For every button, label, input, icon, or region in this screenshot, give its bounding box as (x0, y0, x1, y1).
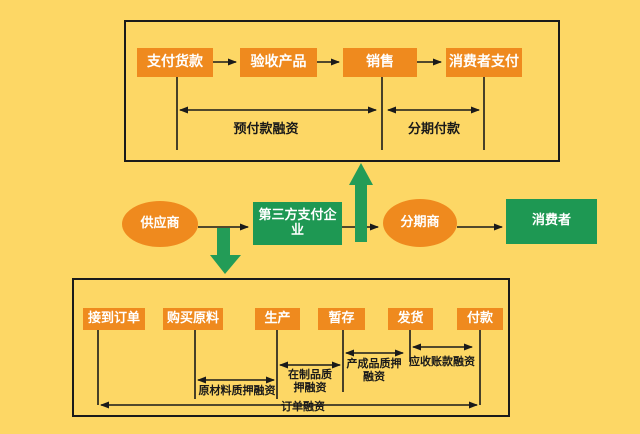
node-temporary-storage: 暂存 (318, 308, 365, 330)
node-sales: 销售 (343, 48, 417, 77)
label-raw-material-pledge-financing: 原材料质押融资 (198, 384, 276, 397)
node-purchase-materials: 购买原料 (163, 308, 223, 330)
supplier-ellipse: 供应商 (122, 201, 198, 247)
consumer-box: 消费者 (506, 199, 597, 244)
consumer-flow-frame (124, 20, 560, 162)
label-finished-goods-pledge-financing: 产成品质押融资 (346, 357, 402, 383)
third-party-payment-box: 第三方支付企业 (253, 202, 342, 245)
node-accept-product: 验收产品 (240, 48, 317, 77)
label-wip-pledge-financing: 在制品质押融资 (288, 368, 332, 394)
label-prepayment-financing: 预付款融资 (233, 122, 299, 137)
green-up-arrow (349, 163, 373, 242)
node-shipping: 发货 (388, 308, 433, 330)
label-order-financing: 订单融资 (281, 400, 325, 413)
node-pay-for-goods: 支付货款 (137, 48, 213, 77)
node-production: 生产 (255, 308, 300, 330)
green-down-arrow (210, 228, 241, 274)
installment-merchant-ellipse: 分期商 (383, 199, 457, 247)
node-consumer-payment: 消费者支付 (446, 48, 522, 77)
label-installment-payment: 分期付款 (407, 122, 460, 137)
supplier-flow-frame (72, 278, 510, 417)
node-payment: 付款 (457, 308, 503, 330)
label-receivables-financing: 应收账款融资 (409, 355, 475, 368)
node-receive-order: 接到订单 (83, 308, 145, 330)
